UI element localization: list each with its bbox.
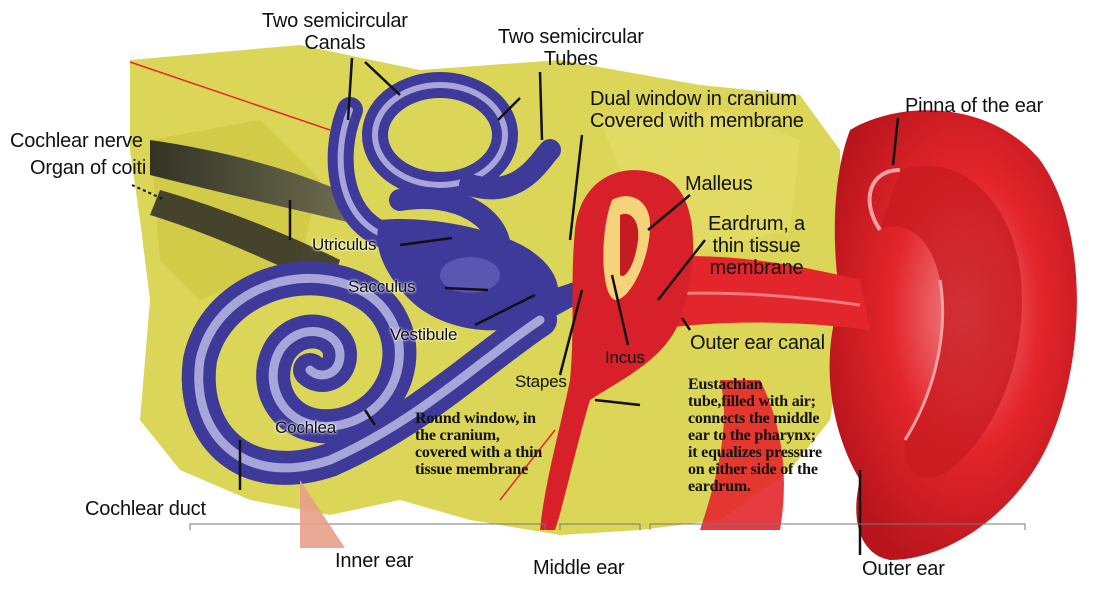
label-two-semicircular-canals: Two semicircular Canals	[262, 10, 408, 54]
label-cochlear-duct: Cochlear duct	[85, 498, 206, 520]
label-organ-of-corti: Organ of coiti	[30, 157, 146, 179]
pinna-shape	[830, 110, 1077, 560]
label-malleus: Malleus	[685, 173, 753, 195]
label-two-semicircular-tubes: Two semicircular Tubes	[498, 26, 644, 70]
label-cochlear-nerve: Cochlear nerve	[10, 130, 143, 152]
label-outer-ear: Outer ear	[862, 558, 945, 580]
label-sacculus: Sacculus	[348, 277, 415, 296]
label-round-window: Round window, in the cranium, covered wi…	[415, 410, 555, 478]
label-inner-ear: Inner ear	[335, 550, 413, 572]
label-incus: Incus	[605, 348, 645, 367]
label-pinna: Pinna of the ear	[905, 95, 1043, 117]
label-dual-window: Dual window in cranium Covered with memb…	[590, 88, 804, 132]
label-middle-ear: Middle ear	[533, 557, 624, 579]
label-eustachian-tube: Eustachian tube,filled with air; connect…	[688, 376, 828, 495]
label-utriculus: Utriculus	[312, 235, 376, 254]
label-vestibule: Vestibule	[390, 325, 457, 344]
label-cochlea: Cochlea	[275, 418, 336, 437]
label-stapes: Stapes	[515, 372, 567, 391]
label-eardrum: Eardrum, a thin tissue membrane	[708, 213, 805, 279]
label-outer-ear-canal: Outer ear canal	[690, 332, 825, 354]
